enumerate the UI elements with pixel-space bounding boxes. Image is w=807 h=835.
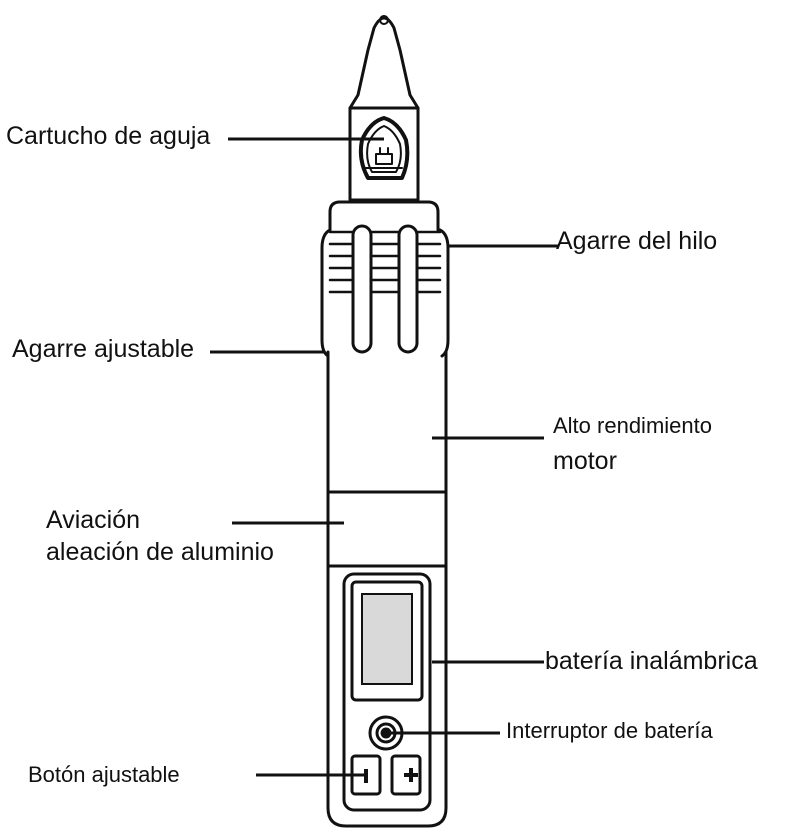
grip-ribs [328, 230, 442, 294]
battery-panel [342, 572, 432, 812]
battery-display-screen [361, 593, 413, 685]
grip-cap [328, 200, 440, 232]
needle-tip-hole [379, 15, 389, 25]
label-motor-line1: Alto rendimiento [553, 413, 712, 438]
cartridge-needle-holder [375, 153, 393, 165]
label-thread-grip: Agarre del hilo [556, 227, 718, 255]
needle-tip [348, 16, 420, 110]
grip-right-edge [438, 228, 450, 358]
grip-left-edge [320, 228, 332, 358]
adjust-button-plus [390, 754, 422, 796]
cartridge-window [358, 116, 410, 180]
label-battery-switch: Interruptor de batería [506, 718, 713, 743]
plus-sign-icon [404, 768, 418, 782]
battery-display-frame [350, 580, 424, 702]
label-wireless-battery: batería inalámbrica [545, 647, 758, 675]
label-motor-line2: motor [553, 447, 617, 475]
label-aluminum-line1: Aviación [46, 506, 141, 534]
pen-body [326, 350, 448, 828]
label-needle-cartridge: Cartucho de aguja [6, 122, 211, 150]
label-adjust-button: Botón ajustable [28, 762, 180, 787]
label-aluminum-line2: aleación de aluminio [46, 538, 274, 566]
grip-groove-left [351, 224, 373, 354]
grip-groove-right [397, 224, 419, 354]
needle-cartridge [348, 106, 420, 202]
label-adjustable-grip: Agarre ajustable [12, 335, 195, 363]
cartridge-window-inner [366, 125, 402, 173]
